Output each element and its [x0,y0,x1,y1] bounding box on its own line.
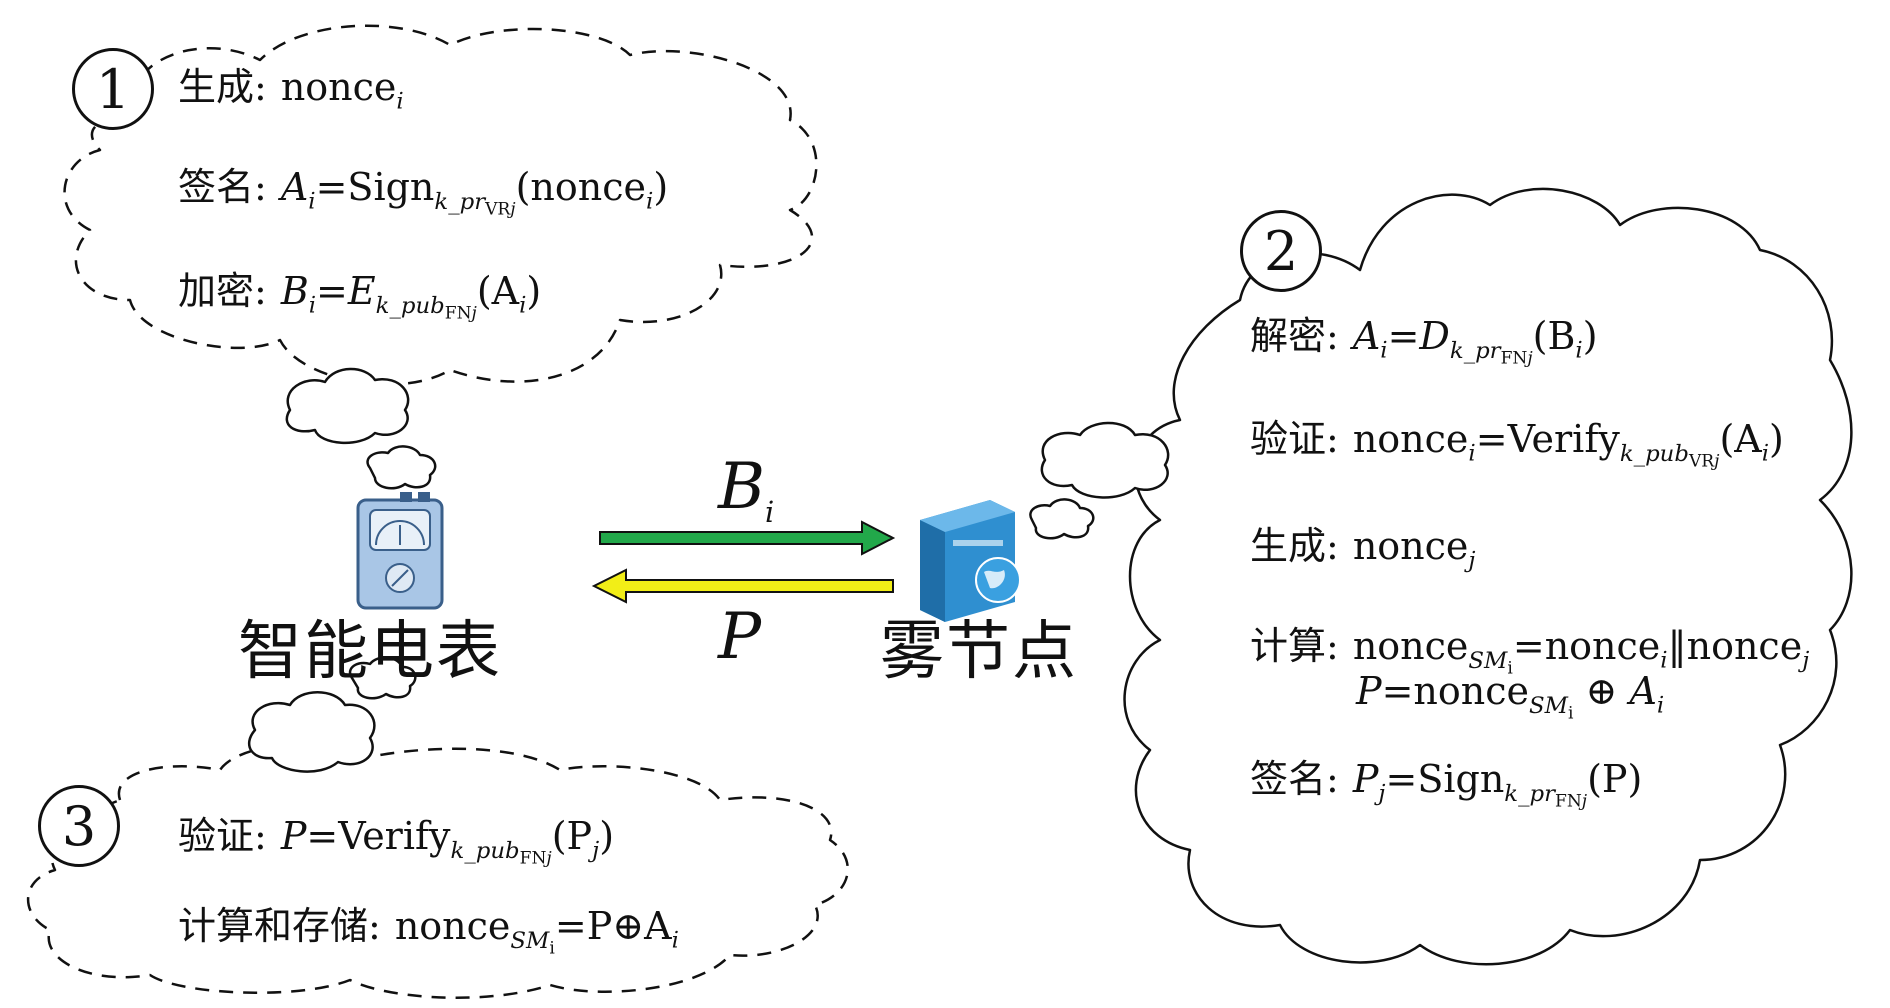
puff-3a [348,656,417,700]
step3-line-2: 计算和存储:nonceSMi=P⊕Ai [178,904,679,959]
step2-line-2: 验证:noncei=Verifyk_pubVRj(Ai) [1250,417,1784,472]
message-forward-label: Bi [718,450,775,529]
fog-node-label: 雾节点 [880,615,1078,689]
message-backward-label: P [718,600,762,674]
step3-cloud [26,741,849,999]
step2-line-4: 计算:nonceSMi=noncei‖noncej [1250,624,1810,679]
step2-number: 2 [1240,210,1322,292]
step1-line-2: 签名:Ai=Signk_prVRj(noncei) [178,165,669,220]
step1-line-1: 生成:noncei [178,65,404,115]
backward-arrow [591,568,894,604]
step1-line-3: 加密:Bi=Ek_pubFNj(Ai) [178,269,542,324]
puff-3b [248,691,376,773]
step2-line-5: P=nonceSMi ⊕ Ai [1356,669,1665,724]
step3-number: 3 [38,785,120,867]
puff-1a [285,367,410,445]
step2-cloud [1123,187,1853,966]
step3-line-1: 验证:P=Verifyk_pubFNj(Pj) [178,814,615,869]
smart-meter-label: 智能电表 [238,615,502,689]
step2-line-3: 生成:noncej [1250,524,1476,574]
forward-arrow [599,520,896,556]
puff-2a [1040,421,1170,499]
server-icon [920,500,1021,622]
puff-2b [1029,498,1095,540]
step2-line-6: 签名:Pj=Signk_prFNj(P) [1250,757,1643,812]
step1-number: 1 [72,48,154,130]
step2-line-1: 解密:Ai=Dk_prFNj(Bi) [1250,314,1598,369]
puff-1b [366,445,437,490]
step1-cloud [63,24,818,386]
meter-icon [356,492,444,610]
